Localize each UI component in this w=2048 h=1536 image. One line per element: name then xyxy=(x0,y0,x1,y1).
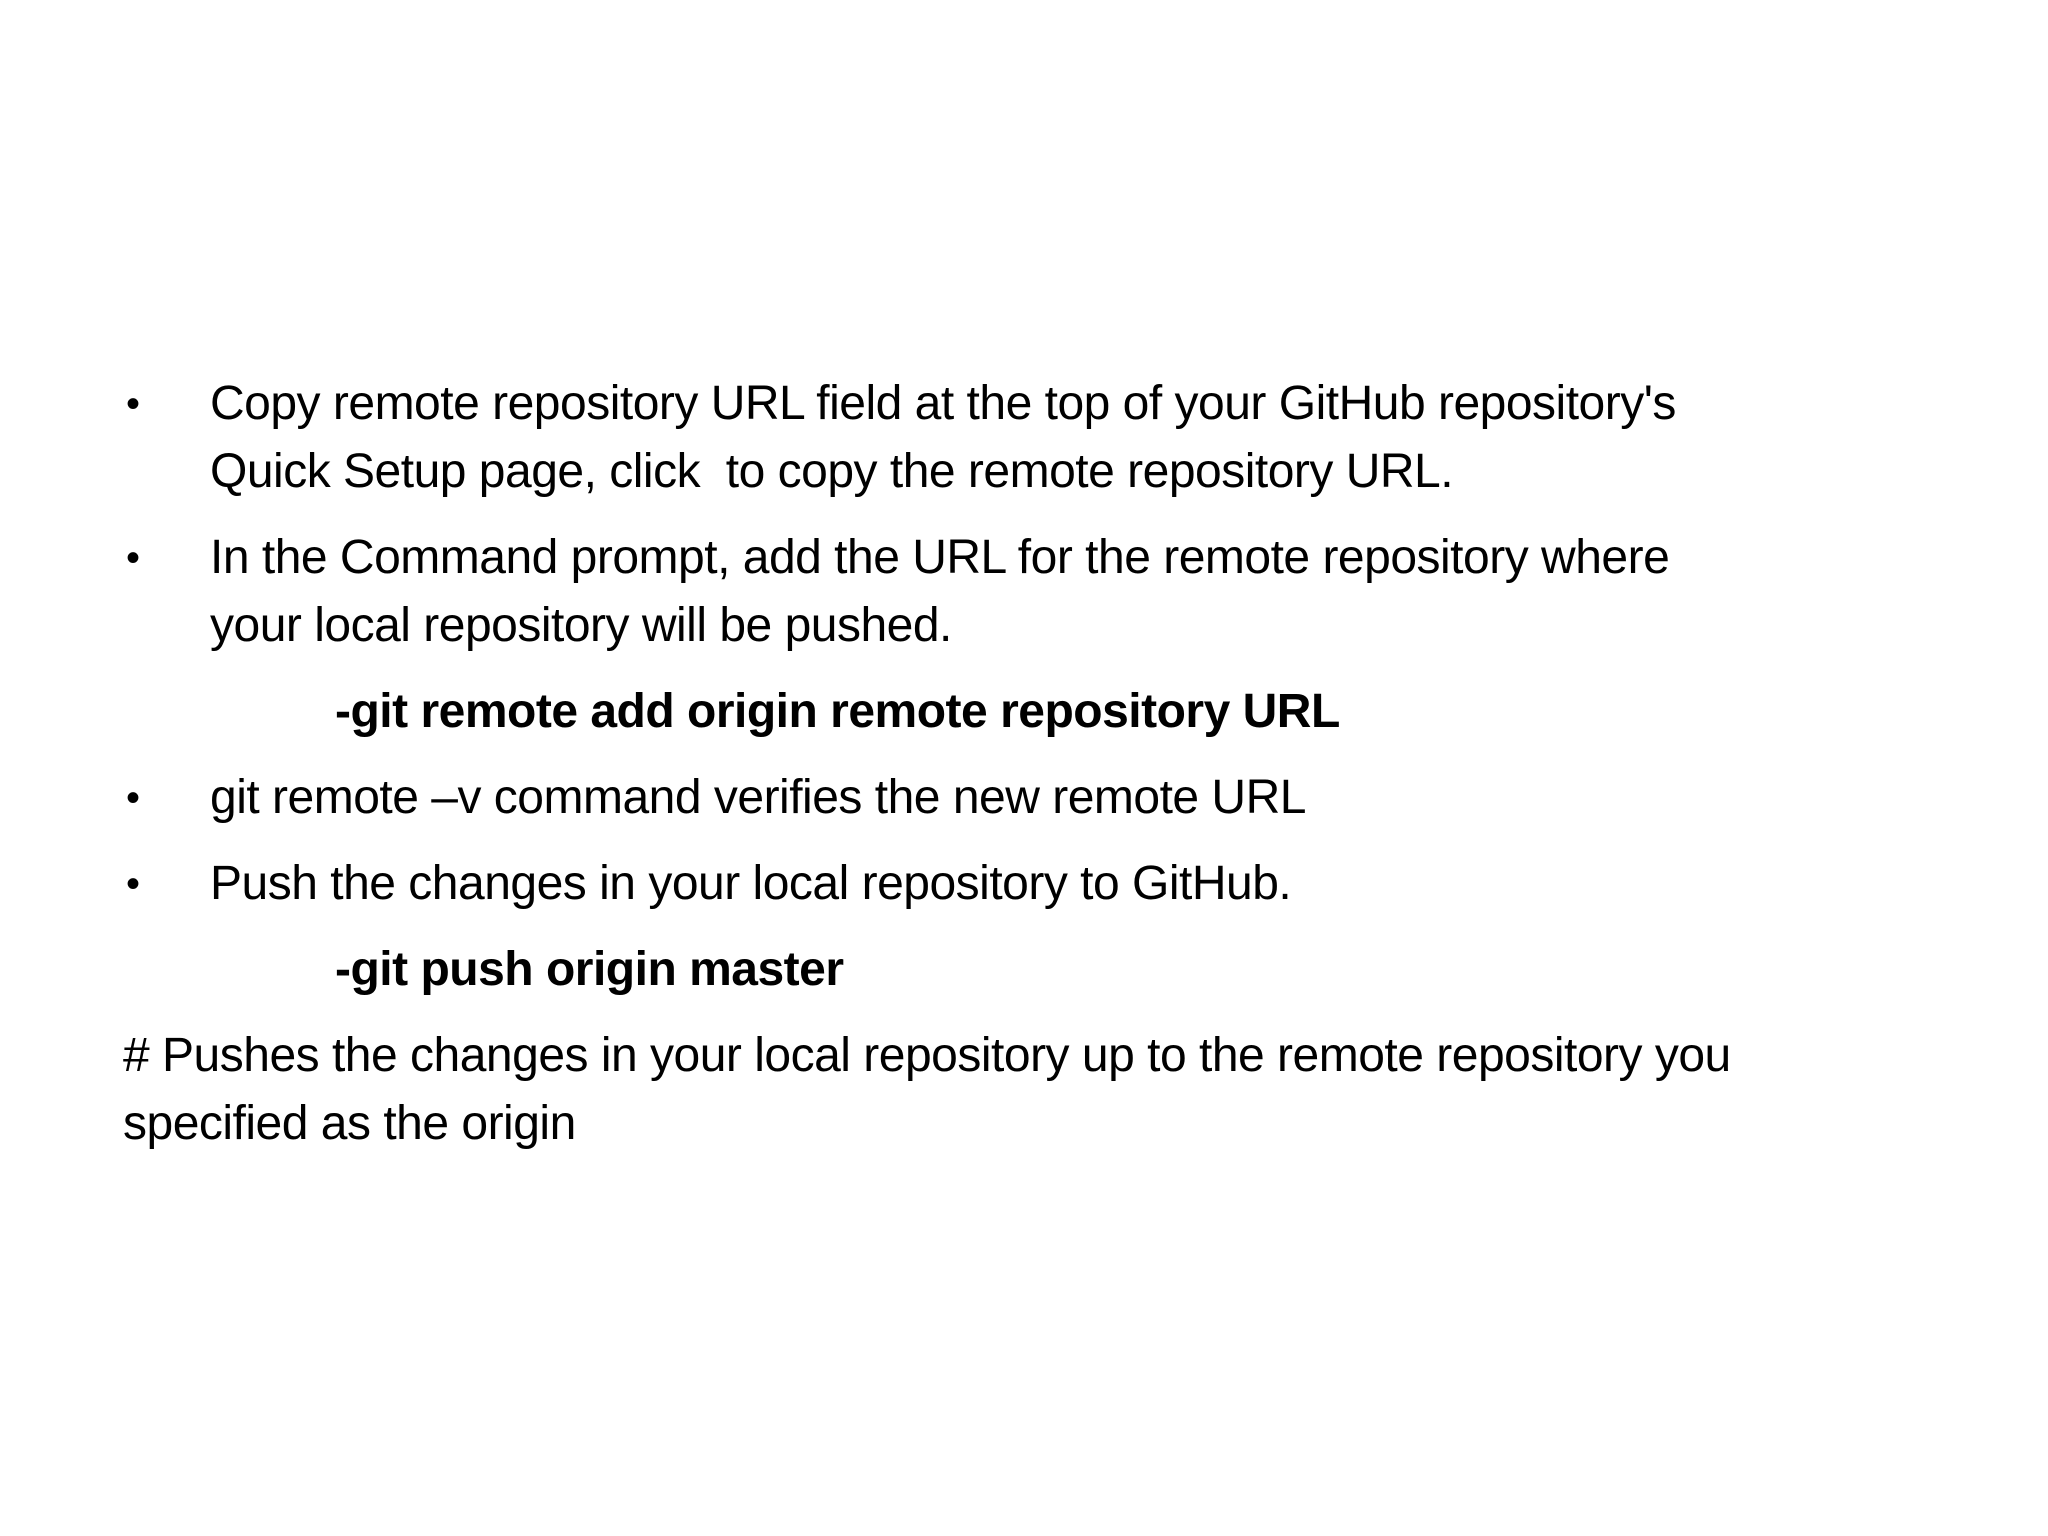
bullet-icon: • xyxy=(126,776,140,820)
bullet-text: Push the changes in your local repositor… xyxy=(0,850,2048,918)
bullet-text-line: Quick Setup page, click to copy the remo… xyxy=(210,445,1454,498)
bullet-item-command-prompt: • In the Command prompt, add the URL for… xyxy=(0,524,2048,660)
command-git-push: -git push origin master xyxy=(0,936,2048,1004)
note-text-line: specified as the origin xyxy=(123,1097,576,1150)
bullet-text-line: Copy remote repository URL field at the … xyxy=(210,377,1676,430)
bullet-text-line: In the Command prompt, add the URL for t… xyxy=(210,531,1670,584)
note-pushes-changes: # Pushes the changes in your local repos… xyxy=(0,1022,2048,1158)
bullet-item-copy-url: • Copy remote repository URL field at th… xyxy=(0,370,2048,506)
note-text-line: # Pushes the changes in your local repos… xyxy=(123,1029,1731,1082)
bullet-icon: • xyxy=(126,536,140,580)
command-text-line: -git remote add origin remote repository… xyxy=(335,685,1340,738)
bullet-text-line: your local repository will be pushed. xyxy=(210,599,952,652)
bullet-text: Copy remote repository URL field at the … xyxy=(0,370,2048,506)
bullet-text: git remote –v command verifies the new r… xyxy=(0,764,2048,832)
command-git-remote-add: -git remote add origin remote repository… xyxy=(0,678,2048,746)
bullet-text-line: Push the changes in your local repositor… xyxy=(210,857,1292,910)
bullet-text-line: git remote –v command verifies the new r… xyxy=(210,771,1306,824)
bullet-item-push-changes: • Push the changes in your local reposit… xyxy=(0,850,2048,918)
bullet-icon: • xyxy=(126,382,140,426)
slide-content: • Copy remote repository URL field at th… xyxy=(0,370,2048,1176)
bullet-text: In the Command prompt, add the URL for t… xyxy=(0,524,2048,660)
command-text-line: -git push origin master xyxy=(335,943,844,996)
bullet-item-git-remote-v: • git remote –v command verifies the new… xyxy=(0,764,2048,832)
bullet-icon: • xyxy=(126,862,140,906)
